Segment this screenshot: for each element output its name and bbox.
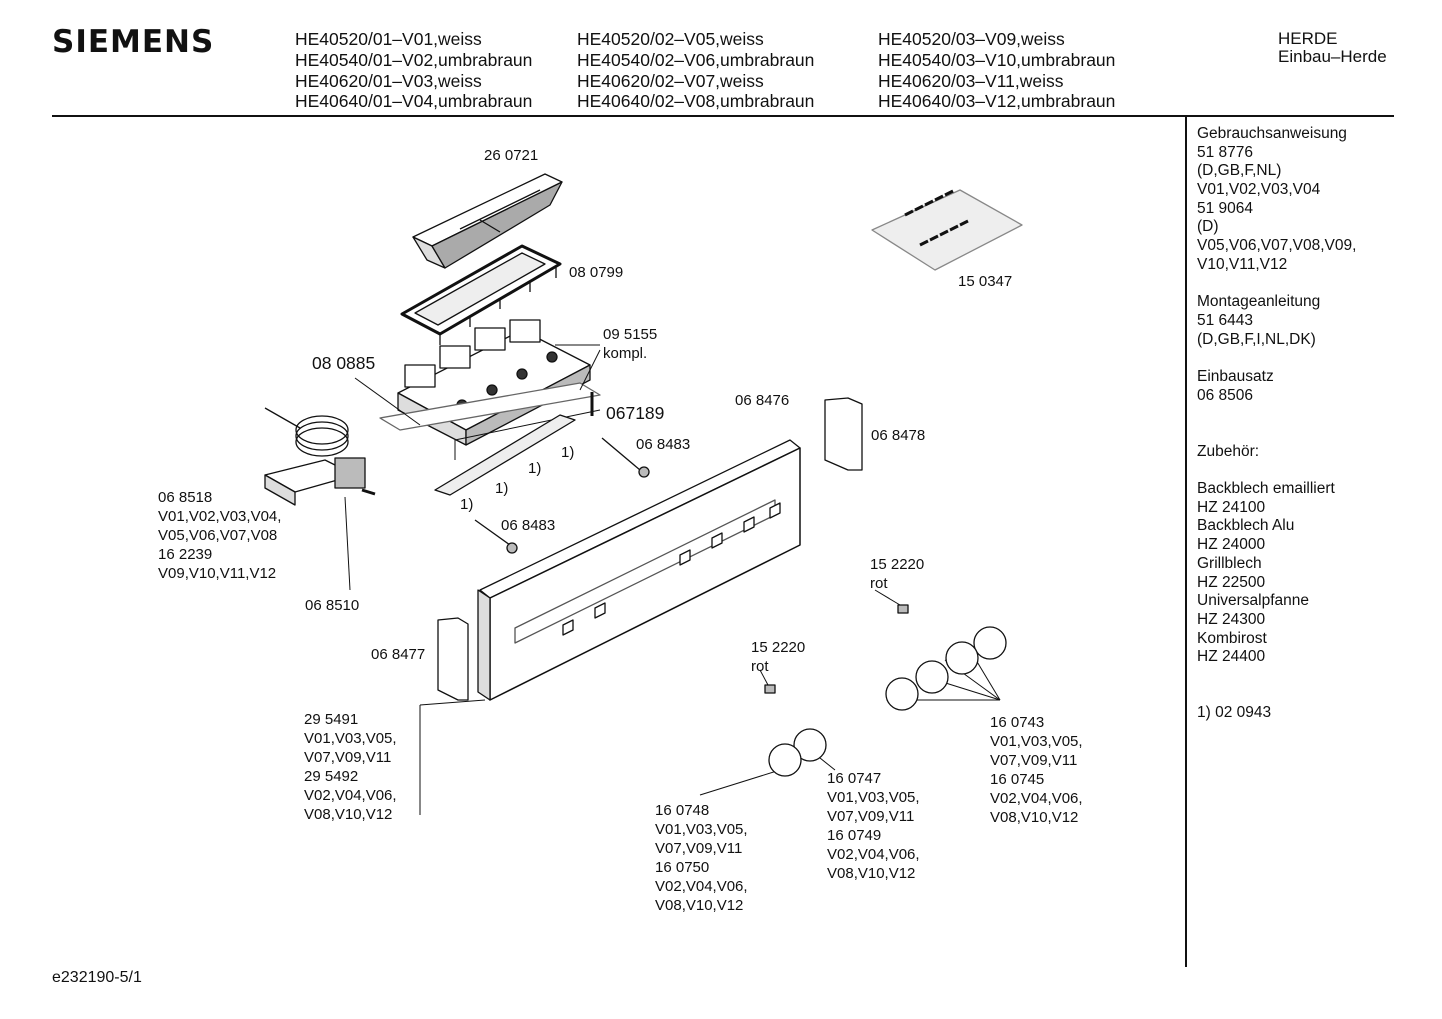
sidebar-line: HZ 24400 [1197,648,1266,666]
footnote-marker: 1) [460,496,474,513]
sidebar-line: 51 6443 [1197,311,1254,329]
sidebar-line: Universalpfanne [1197,592,1310,610]
part-label-068478: 06 8478 [871,427,926,444]
switch-block-drawing [379,319,601,446]
part-label-160748: 16 0748 V01,V03,V05, V07,V09,V11 16 0750… [655,802,748,914]
sidebar-line: HZ 22500 [1197,573,1266,591]
model-column-2: HE40520/02–V05,weiss HE40540/02–V06,umbr… [577,29,814,112]
model-line: HE40640/03–V12,umbrabraun [878,91,1116,112]
footnote-marker: 1) [495,480,509,497]
part-label-095155: 09 5155 kompl. [603,326,658,362]
sidebar-line: V10,V11,V12 [1197,255,1288,273]
sidebar-line: Grillblech [1197,554,1262,572]
model-line: HE40620/02–V07,weiss [577,70,764,91]
sidebar-line: Einbausatz [1197,367,1274,385]
sidebar-line: (D) [1197,218,1219,236]
part-label-068483: 06 8483 [636,436,691,453]
sidebar-line [1197,405,1356,424]
part-label-080799: 08 0799 [569,264,624,281]
sidebar-line: 1) 02 0943 [1197,704,1272,722]
footnote-marker: 1) [561,444,575,461]
small-parts-drawings [434,392,909,694]
category-line: HERDE [1278,29,1338,48]
part-label-067189: 067189 [606,403,665,423]
sidebar-line [1197,461,1356,480]
model-line: HE40540/03–V10,umbrabraun [878,49,1116,70]
model-column-1: HE40520/01–V01,weiss HE40540/01–V02,umbr… [295,29,532,112]
exploded-parts-drawing [264,173,1023,815]
sidebar-line [1197,667,1356,686]
model-line: HE40520/02–V05,weiss [577,29,764,49]
model-line: HE40640/01–V04,umbrabraun [295,91,533,112]
part-label-160743: 16 0743 V01,V03,V05, V07,V09,V11 16 0745… [990,714,1083,826]
part-label-152220: 15 2220 rot [870,556,925,592]
knob-drawings [768,626,1007,777]
part-label-068477: 06 8477 [371,646,426,663]
model-line: HE40540/02–V06,umbrabraun [577,49,815,70]
model-line: HE40620/03–V11,weiss [878,70,1064,91]
sidebar-line: (D,GB,F,I,NL,DK) [1197,330,1316,348]
part-label-068510: 06 8510 [305,597,360,614]
model-column-3: HE40520/03–V09,weiss HE40540/03–V10,umbr… [878,29,1115,112]
sidebar-line: HZ 24300 [1197,610,1266,628]
footnote-marker: 1) [528,460,542,477]
model-line: HE40520/01–V01,weiss [295,29,482,49]
tray-part-drawing [412,173,563,269]
part-label-152220: 15 2220 rot [751,639,806,675]
model-line: HE40620/01–V03,weiss [295,70,482,91]
sidebar-line: Montageanleitung [1197,293,1321,311]
part-label-080885: 08 0885 [312,353,376,373]
header-rule [52,115,1394,117]
sidebar-line: Gebrauchsanweisung [1197,125,1347,142]
document-code: e232190-5/1 [52,969,142,986]
sidebar-line: Kombirost [1197,629,1267,647]
sidebar-line: Backblech emailliert [1197,480,1335,498]
sidebar-line: V05,V06,V07,V08,V09, [1197,237,1357,255]
screw-bag-drawing [871,189,1023,271]
thermostat-drawing [264,407,376,506]
part-label-260721: 26 0721 [484,147,539,164]
sidebar-line: Backblech Alu [1197,517,1295,535]
sidebar-line [1197,686,1356,705]
frame-part-drawing [400,244,562,345]
sidebar-notes: Gebrauchsanweisung 51 8776 (D,GB,F,NL) V… [1197,125,1356,723]
siemens-logo: SIEMENS [52,24,215,60]
sidebar-divider [1185,117,1187,967]
part-label-295491: 29 5491 V01,V03,V05, V07,V09,V11 29 5492… [304,711,397,823]
control-panel-drawing [477,439,801,701]
sidebar-line [1197,424,1356,443]
part-label-068476: 06 8476 [735,392,790,409]
model-line: HE40640/02–V08,umbrabraun [577,91,815,112]
sidebar-line: V01,V02,V03,V04 [1197,181,1321,199]
sidebar-line: HZ 24000 [1197,536,1266,554]
part-label-068518: 06 8518 V01,V02,V03,V04, V05,V06,V07,V08… [158,489,282,582]
sidebar-line: (D,GB,F,NL) [1197,162,1282,180]
sidebar-line: 06 8506 [1197,386,1254,404]
bracket-drawings [437,397,863,701]
part-label-160747: 16 0747 V01,V03,V05, V07,V09,V11 16 0749… [827,770,920,882]
sidebar-line [1197,349,1356,368]
sidebar-line: 51 9064 [1197,199,1254,217]
model-line: HE40540/01–V02,umbrabraun [295,49,533,70]
sidebar-line [1197,275,1356,294]
sidebar-line: HZ 24100 [1197,498,1266,516]
category-block: HERDE Einbau–Herde [1278,30,1387,66]
model-line: HE40520/03–V09,weiss [878,29,1065,49]
category-line: Einbau–Herde [1278,47,1387,66]
sidebar-line: Zubehör: [1197,442,1260,460]
part-label-150347: 15 0347 [958,273,1013,290]
sidebar-line: 51 8776 [1197,143,1254,161]
part-label-068483: 06 8483 [501,517,556,534]
